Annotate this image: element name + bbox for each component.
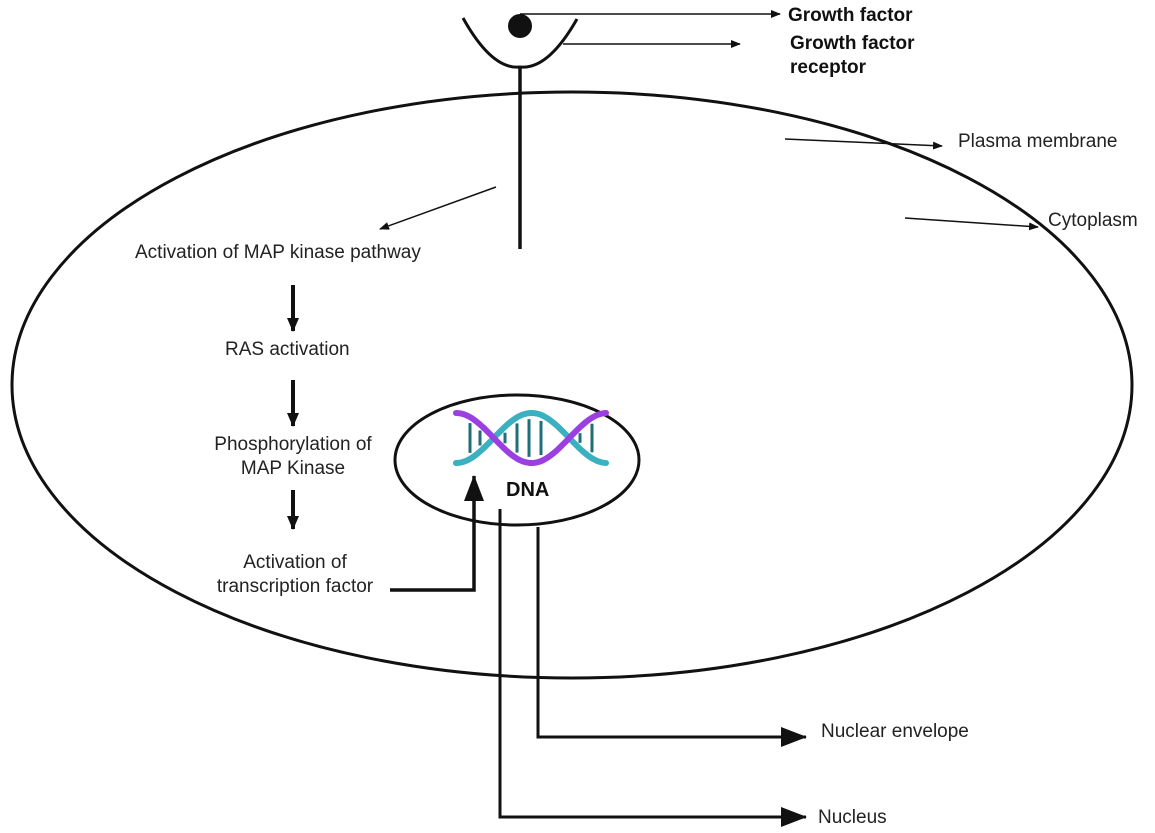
map-pathway-pointer [379,186,497,230]
growth-factor-dot [508,14,532,38]
transcription-to-dna-arrow [390,475,484,592]
label-plasma-membrane: Plasma membrane [958,131,1118,152]
plasma-membrane-ellipse [10,90,1134,680]
label-phosphorylation-2: MAP Kinase [240,458,346,479]
nucleus-ellipse [393,393,641,527]
nuclear-envelope-pointer [536,527,807,747]
label-dna: DNA [506,479,550,501]
label-receptor-line2: receptor [790,57,867,78]
plasma-membrane-pointer [784,138,943,150]
label-phosphorylation-1: Phosphorylation of [214,434,372,455]
label-cytoplasm: Cytoplasm [1048,210,1138,231]
label-ras-activation: RAS activation [225,339,350,360]
label-nuclear-envelope: Nuclear envelope [821,721,969,742]
cytoplasm-pointer [904,217,1039,231]
label-transcription-2: transcription factor [216,576,374,597]
label-receptor-line1: Growth factor [790,33,915,54]
label-transcription-1: Activation of [243,552,347,573]
dna-strand-teal [453,410,609,466]
label-growth-factor: Growth factor [788,5,913,26]
label-map-kinase-pathway: Activation of MAP kinase pathway [135,242,421,263]
dna-strand-purple [453,410,609,466]
nucleus-pointer [498,509,807,827]
dna-helix-icon [453,410,609,466]
label-nucleus: Nucleus [818,807,887,828]
